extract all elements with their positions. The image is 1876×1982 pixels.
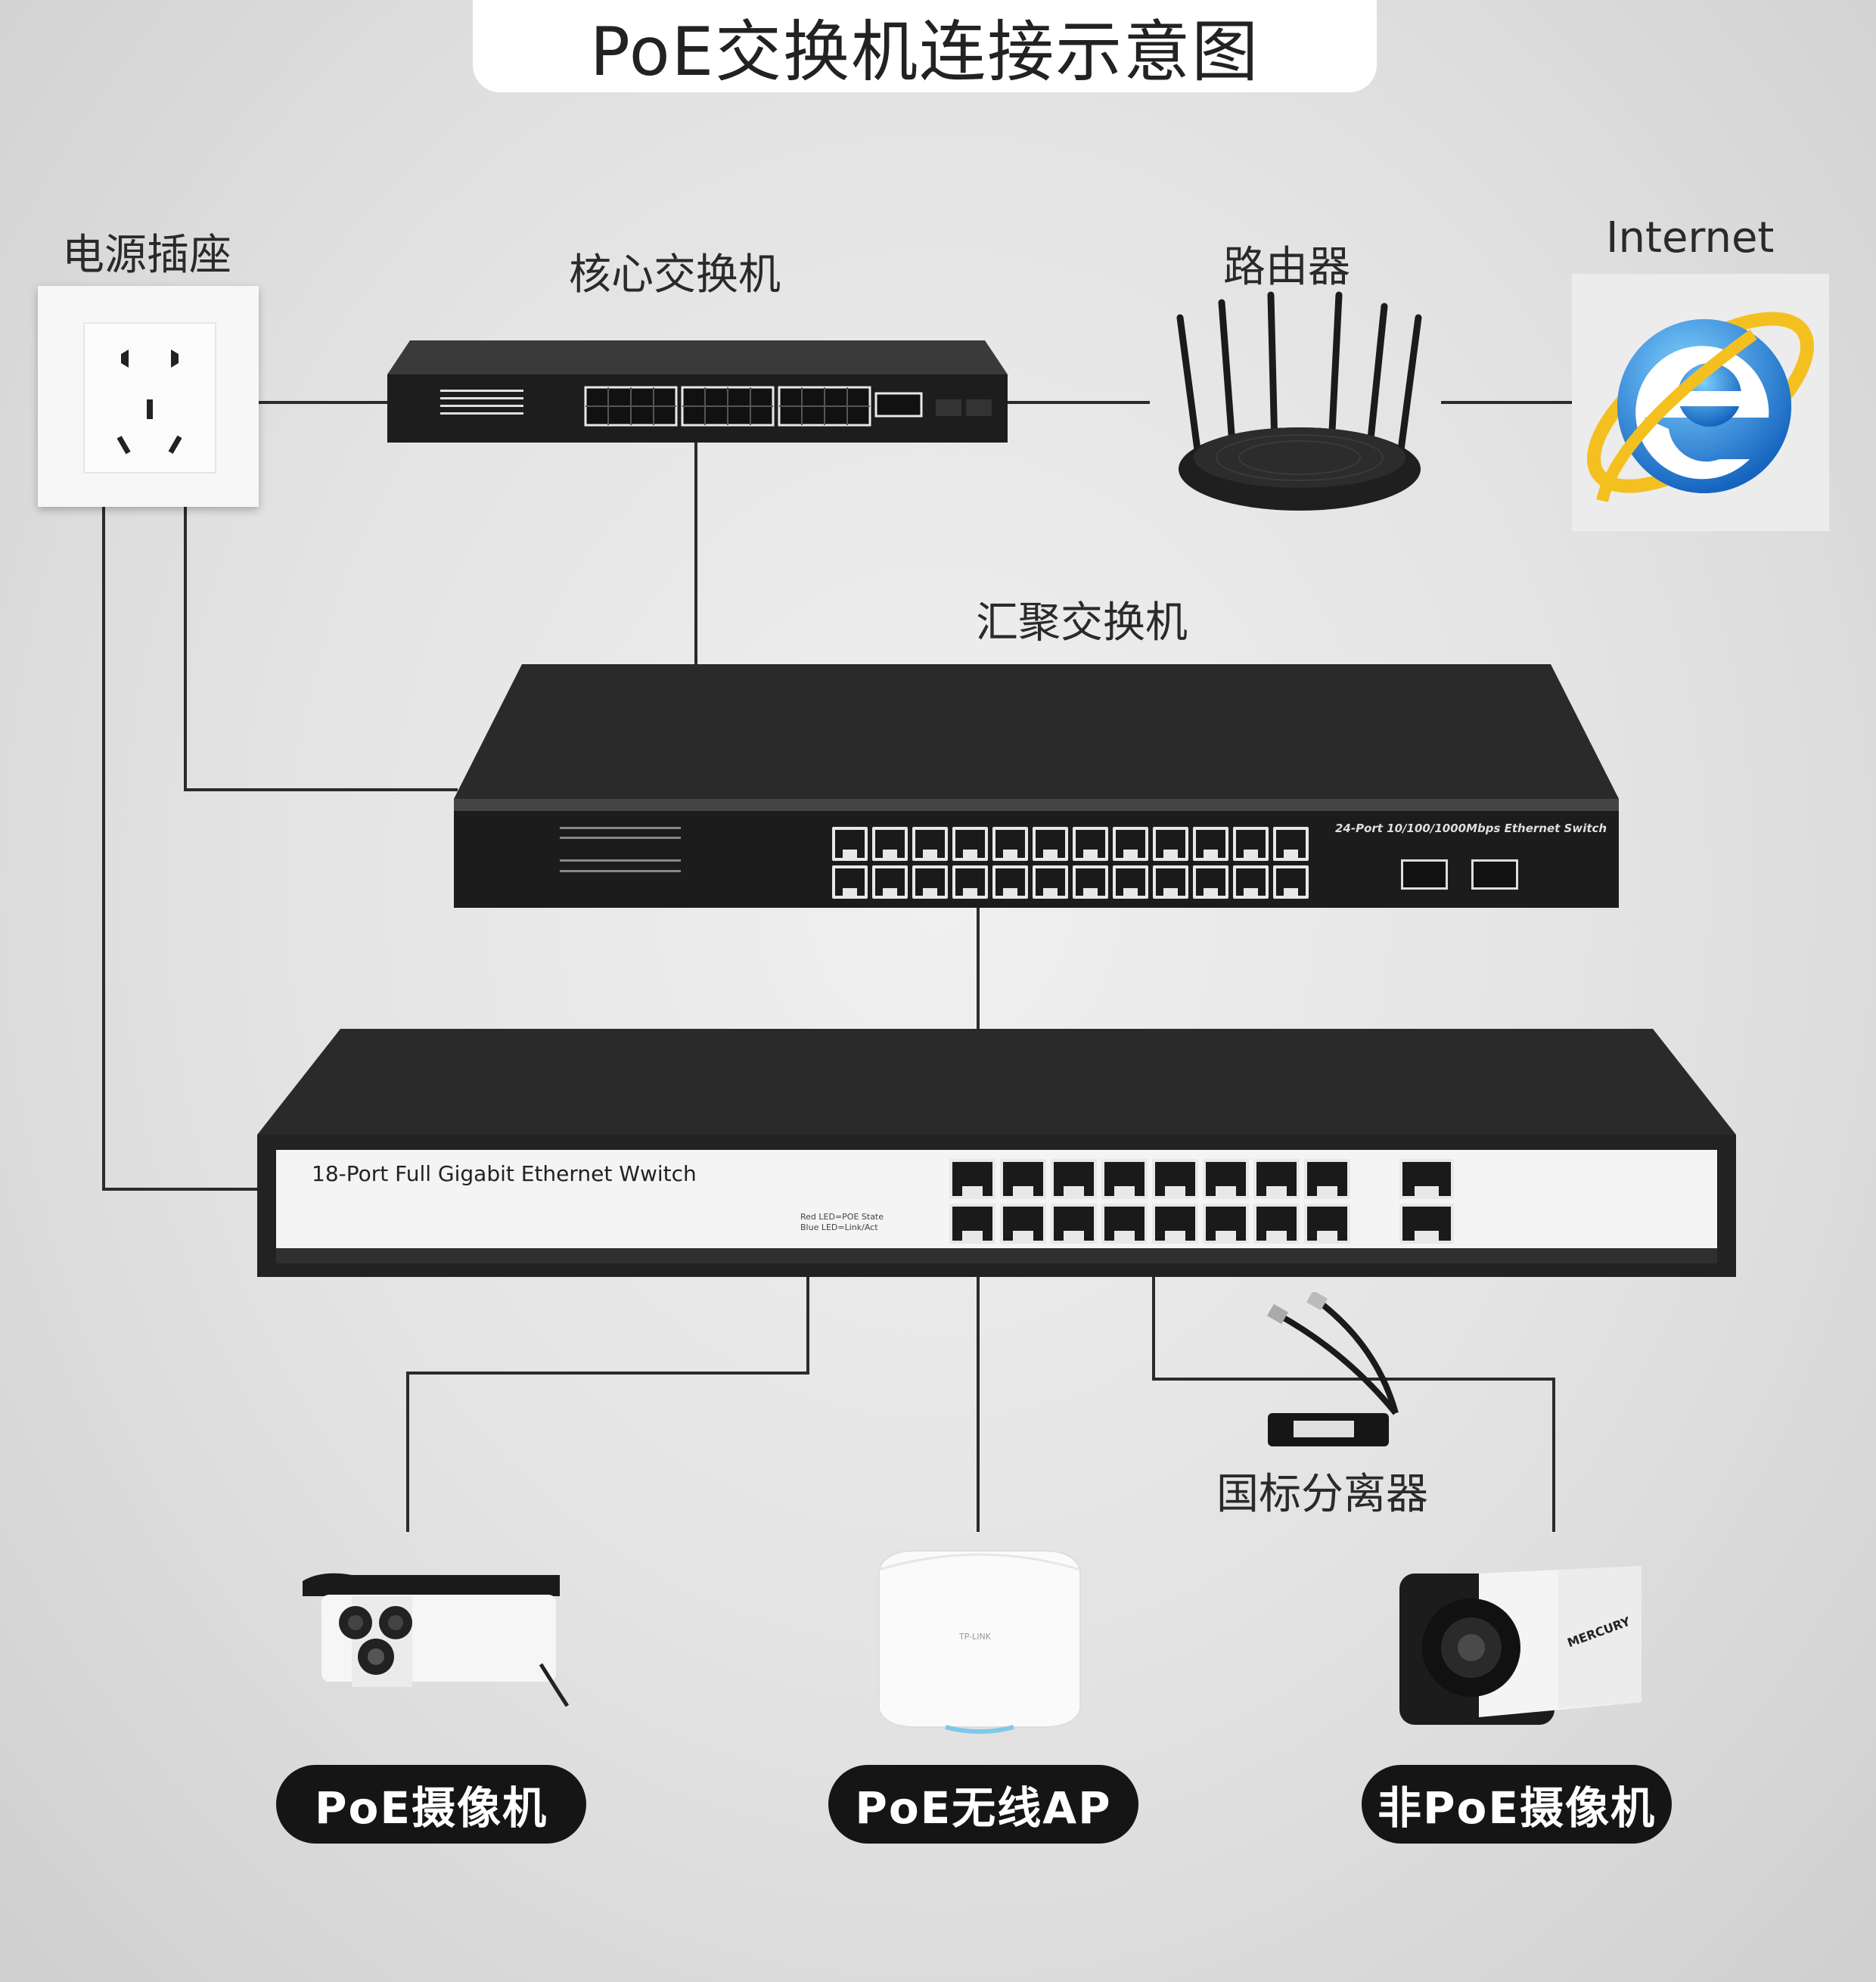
ethernet-port	[1153, 827, 1188, 861]
router-label: 路由器	[1223, 243, 1350, 292]
poe-splitter-icon	[1263, 1290, 1422, 1451]
ethernet-port	[992, 827, 1028, 861]
ap-brand-text: TP-LINK	[959, 1632, 991, 1642]
ethernet-port	[1203, 1204, 1249, 1244]
wire-cam1-h	[406, 1372, 809, 1375]
aggregation-sfp-port-1	[1401, 859, 1448, 890]
wire-cam1-v1	[806, 1275, 809, 1373]
ethernet-port	[1073, 827, 1108, 861]
ethernet-port	[952, 865, 988, 899]
wire-outlet-poe-h	[102, 1188, 257, 1191]
ethernet-port	[1073, 865, 1108, 899]
ethernet-port	[872, 827, 908, 861]
wire-core-aggregation	[694, 443, 697, 666]
ethernet-port	[1253, 1159, 1300, 1199]
ethernet-port	[1193, 865, 1228, 899]
wire-ap-v	[977, 1275, 980, 1532]
ethernet-port	[1101, 1159, 1148, 1199]
ethernet-port	[1399, 1204, 1454, 1244]
ethernet-port	[1193, 827, 1228, 861]
ethernet-port	[1113, 827, 1148, 861]
wire-outlet-poe-v	[102, 505, 105, 1191]
ethernet-port	[1101, 1204, 1148, 1244]
poe-switch-icon: 18-Port Full Gigabit Ethernet Wwitch Red…	[257, 1029, 1736, 1277]
ethernet-port	[949, 1204, 995, 1244]
router-icon	[1165, 287, 1430, 514]
wire-outlet-agg-v	[184, 505, 187, 791]
splitter-label: 国标分离器	[1216, 1470, 1428, 1519]
ethernet-port	[872, 865, 908, 899]
wire-cam2-h	[1152, 1378, 1555, 1381]
aggregation-model-text: 24-Port 10/100/1000Mbps Ethernet Switch	[1335, 822, 1607, 835]
endpoint-label-non-poe-camera: 非PoE摄像机	[1362, 1765, 1672, 1844]
ethernet-port	[1399, 1159, 1454, 1199]
ethernet-port	[1273, 827, 1309, 861]
poe-switch-uplink-ports	[1399, 1159, 1454, 1244]
poe-switch-ports	[949, 1159, 1350, 1244]
ethernet-port	[832, 827, 868, 861]
camera-icon-non-poe: MERCURY	[1396, 1558, 1649, 1732]
ethernet-port	[1051, 1159, 1097, 1199]
ethernet-port	[1000, 1204, 1046, 1244]
endpoint-label-poe-camera: PoE摄像机	[276, 1765, 586, 1844]
page-title: PoE交换机连接示意图	[589, 12, 1260, 91]
ethernet-port	[1153, 865, 1188, 899]
core-switch-icon	[387, 340, 1008, 443]
aggregation-switch-label: 汇聚交换机	[976, 598, 1188, 648]
ethernet-port	[949, 1159, 995, 1199]
wire-core-router	[1006, 401, 1150, 404]
ethernet-port	[1033, 865, 1068, 899]
poe-led-note-1: Red LED=POE State	[800, 1212, 884, 1222]
ethernet-port	[1051, 1204, 1097, 1244]
ethernet-port	[1273, 865, 1309, 899]
poe-led-note-2: Blue LED=Link/Act	[800, 1222, 878, 1232]
ethernet-port	[1113, 865, 1148, 899]
ethernet-port	[912, 865, 948, 899]
ethernet-port	[1203, 1159, 1249, 1199]
wire-cam2-v1	[1152, 1275, 1155, 1381]
aggregation-switch-icon: 24-Port 10/100/1000Mbps Ethernet Switch	[454, 664, 1619, 908]
wire-cam2-v2	[1552, 1378, 1555, 1532]
aggregation-ports	[832, 827, 1309, 899]
endpoint-label-poe-ap: PoE无线AP	[828, 1765, 1138, 1844]
ethernet-port	[1233, 865, 1269, 899]
wire-router-internet	[1441, 401, 1573, 404]
wireless-ap-icon: TP-LINK	[870, 1547, 1089, 1736]
ethernet-port	[1253, 1204, 1300, 1244]
aggregation-sfp-port-2	[1471, 859, 1518, 890]
ethernet-port	[952, 827, 988, 861]
ethernet-port	[1152, 1204, 1198, 1244]
ethernet-port	[1304, 1159, 1350, 1199]
wire-outlet-agg-h	[184, 788, 458, 791]
power-outlet-icon	[38, 286, 259, 507]
internet-explorer-icon	[1572, 274, 1829, 531]
ethernet-port	[1233, 827, 1269, 861]
wire-outlet-core	[259, 401, 387, 404]
poe-switch-model-text: 18-Port Full Gigabit Ethernet Wwitch	[312, 1161, 697, 1186]
ethernet-port	[992, 865, 1028, 899]
wire-agg-poe	[977, 906, 980, 1029]
internet-label: Internet	[1606, 213, 1775, 263]
wire-cam1-v2	[406, 1372, 409, 1532]
core-switch-label: 核心交换机	[569, 250, 781, 300]
ethernet-port	[1304, 1204, 1350, 1244]
ethernet-port	[1152, 1159, 1198, 1199]
ethernet-port	[832, 865, 868, 899]
ethernet-port	[1033, 827, 1068, 861]
power-outlet-label: 电源插座	[62, 231, 231, 280]
ethernet-port	[1000, 1159, 1046, 1199]
title-box: PoE交换机连接示意图	[473, 0, 1377, 92]
ethernet-port	[912, 827, 948, 861]
camera-icon	[299, 1566, 571, 1717]
